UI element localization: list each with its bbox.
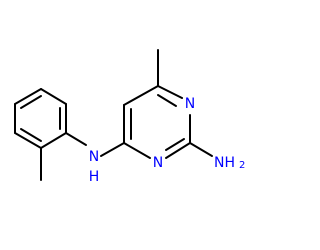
atom-n3: N [153,155,163,171]
molecule-structure: N N NH 2 N H [14,49,245,185]
bond-c4-n3 [123,142,151,159]
bond-c2-nh2 [189,142,213,157]
bond-ph-c3-c4-double [20,95,42,109]
bond-nh-phenyl [65,132,87,146]
bond-n3-c2 [165,142,191,159]
bond-c4-nh [100,142,125,157]
bond-ph-c5-c6 [14,132,42,149]
nh2-symbol: NH [214,155,235,171]
bond-ph-c3-c4 [14,88,42,105]
atom-n1: N [185,96,195,112]
bond-n3-c2-double [165,138,185,151]
bond-ph-c5-c6-double [20,128,42,142]
bond-c6-c5 [123,85,159,106]
bond-n1-c6-double [157,94,177,107]
nh2-subscript: 2 [239,160,245,171]
bond-n1-c6 [157,85,183,99]
atom-nh2: NH 2 [214,150,245,171]
atom-n-link-h: H [89,169,100,185]
bond-ph-c6-c1 [40,132,67,149]
atom-n-link: N [89,149,99,165]
bond-ph-c2-c3 [40,88,67,105]
